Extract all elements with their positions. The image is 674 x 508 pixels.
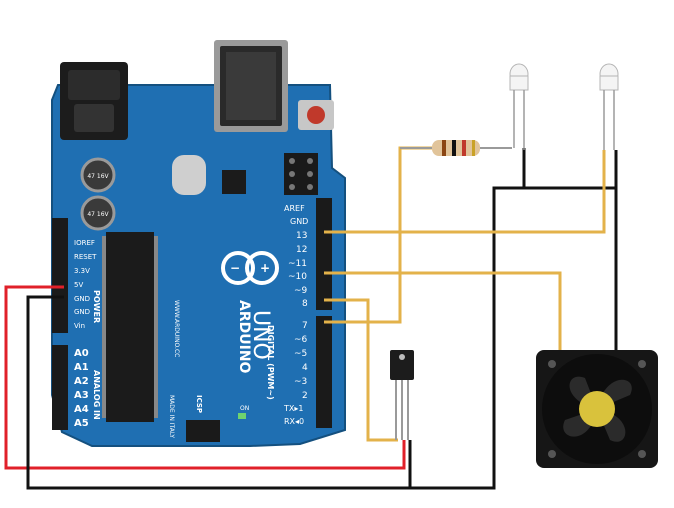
- icsp-header: [284, 153, 318, 195]
- capacitor: 47 16V: [80, 157, 116, 193]
- pin-label: Vin: [74, 322, 85, 330]
- wire-pin10-fan: [324, 271, 562, 360]
- fan-icon: [536, 350, 658, 468]
- svg-text:+: +: [260, 261, 270, 275]
- pin-label: 7: [302, 321, 308, 331]
- pin-label: ~3: [294, 377, 307, 387]
- wire-5v: [4, 285, 406, 470]
- pin-label: IOREF: [74, 239, 95, 247]
- pin-label: 12: [296, 245, 307, 255]
- digital-pin-labels-bottom: 7 ~6 ~5 4 ~3 2 TX▸1 RX◂0: [283, 321, 308, 426]
- board-website: WWW.ARDUINO.CC: [173, 300, 180, 357]
- usb-chip: [222, 170, 246, 194]
- analog-pin-labels: A0 A1 A2 A3 A4 A5: [74, 348, 89, 429]
- pin-label: A0: [74, 348, 89, 359]
- pin-label: GND: [74, 308, 90, 316]
- reset-button[interactable]: [298, 100, 334, 130]
- pin-label: GND: [74, 295, 90, 303]
- pin-label: 13: [296, 231, 307, 241]
- arduino-board: 47 16V 47 16V − + ARDUINO: [51, 40, 346, 447]
- wire-pin8-sensor: [324, 298, 398, 442]
- pin-label: A5: [74, 418, 89, 429]
- capacitor-label: 47 16V: [87, 173, 109, 180]
- pin-label: 2: [302, 391, 308, 401]
- board-name: ARDUINO: [236, 300, 252, 374]
- analog-label: ANALOG IN: [92, 370, 101, 420]
- pin-label: A3: [74, 390, 89, 401]
- wire-gnd-led2: [524, 150, 618, 190]
- pin-label: A1: [74, 362, 89, 373]
- power-pin-labels: IOREF RESET 3.3V 5V GND GND Vin: [74, 239, 97, 330]
- power-header: [52, 218, 68, 333]
- wire-gnd: [26, 295, 410, 490]
- resistor-icon: [400, 140, 512, 156]
- pin-label: 3.3V: [74, 267, 90, 275]
- pin-label: 4: [302, 363, 308, 373]
- pin-label: 5V: [74, 281, 83, 289]
- on-label: ON: [240, 405, 249, 412]
- pin-label: ~10: [288, 272, 307, 282]
- digital-pin-labels-top: AREF GND 13 12 ~11 ~10 ~9 8: [284, 204, 308, 309]
- led-icon: [599, 63, 619, 150]
- pin-label: ~6: [294, 335, 308, 345]
- pin-label: A2: [74, 376, 89, 387]
- pin-label: ~11: [288, 259, 307, 269]
- wire-pin13-led: [324, 150, 606, 234]
- pin-label: AREF: [284, 204, 305, 213]
- pin-label: RESET: [74, 253, 97, 261]
- pin-label: ~9: [294, 286, 308, 296]
- pin-label: A4: [74, 404, 89, 415]
- digital-label: DIGITAL (PWM~): [266, 325, 275, 400]
- temperature-sensor-icon: [390, 350, 414, 440]
- wire-gnd-led: [410, 148, 526, 490]
- pin-label: RX◂0: [284, 417, 304, 426]
- digital-header-bottom: [316, 316, 332, 428]
- made-in: MADE IN ITALY: [168, 395, 175, 438]
- pin-label: 8: [302, 299, 308, 309]
- capacitor: 47 16V: [80, 195, 116, 231]
- pin-label: GND: [290, 217, 308, 226]
- capacitor-label: 47 16V: [87, 211, 109, 218]
- icsp-label: ICSP: [195, 395, 203, 413]
- crystal-oscillator: [172, 155, 206, 195]
- led-icon: [509, 63, 529, 150]
- usb-connector: [214, 40, 288, 132]
- analog-header: [52, 345, 68, 430]
- atmega-chip: [102, 232, 158, 422]
- board-model: UNO: [248, 310, 273, 360]
- pin-label: TX▸1: [283, 404, 303, 413]
- icsp-header-bottom: [186, 420, 220, 442]
- digital-header-top: [316, 198, 332, 310]
- power-label: POWER: [92, 290, 101, 323]
- svg-text:−: −: [230, 261, 240, 275]
- dc-power-jack: [60, 62, 128, 140]
- arduino-logo: − +: [221, 251, 279, 285]
- pin-label: ~5: [294, 349, 307, 359]
- on-led: [238, 413, 246, 419]
